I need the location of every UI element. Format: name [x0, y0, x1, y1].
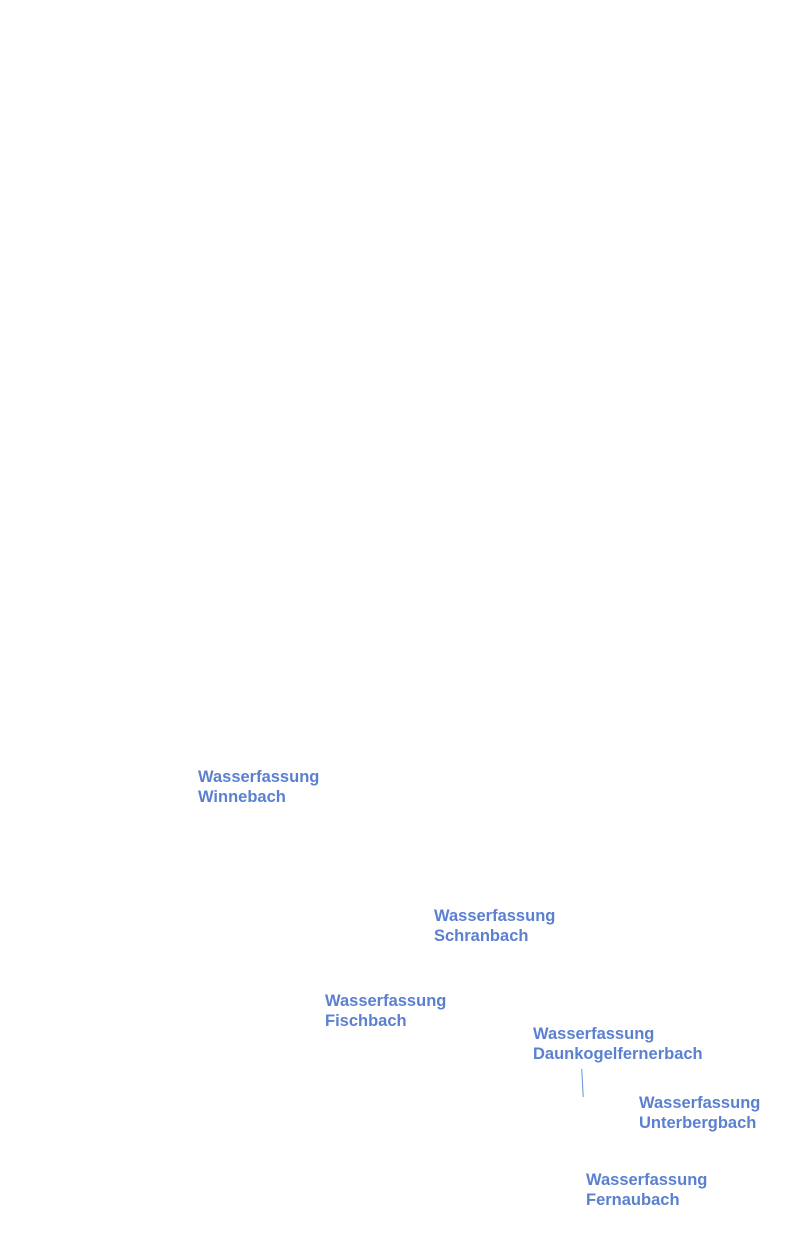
label-line1: Wasserfassung [325, 992, 447, 1010]
map-label-daunkogelfernerbach[interactable]: Wasserfassung Daunkogelfernerbach [533, 1024, 703, 1064]
label-line2: Unterbergbach [639, 1114, 757, 1132]
label-line1: Wasserfassung [198, 768, 320, 786]
label-line1: Wasserfassung [533, 1025, 655, 1043]
label-leader-line [581, 1068, 584, 1098]
map-label-winnebach[interactable]: Wasserfassung Winnebach [198, 767, 319, 807]
map-label-fischbach[interactable]: Wasserfassung Fischbach [325, 991, 446, 1031]
label-line1: Wasserfassung [586, 1171, 708, 1189]
label-line2: Fernaubach [586, 1191, 680, 1209]
label-line2: Daunkogelfernerbach [533, 1045, 703, 1063]
label-line2: Winnebach [198, 788, 286, 806]
label-line2: Schranbach [434, 927, 529, 945]
map-label-fernaubach[interactable]: Wasserfassung Fernaubach [586, 1170, 707, 1210]
label-line2: Fischbach [325, 1012, 407, 1030]
label-line1: Wasserfassung [639, 1094, 761, 1112]
label-line1: Wasserfassung [434, 907, 556, 925]
map-label-unterbergbach[interactable]: Wasserfassung Unterbergbach [639, 1093, 760, 1133]
map-label-schranbach[interactable]: Wasserfassung Schranbach [434, 906, 555, 946]
